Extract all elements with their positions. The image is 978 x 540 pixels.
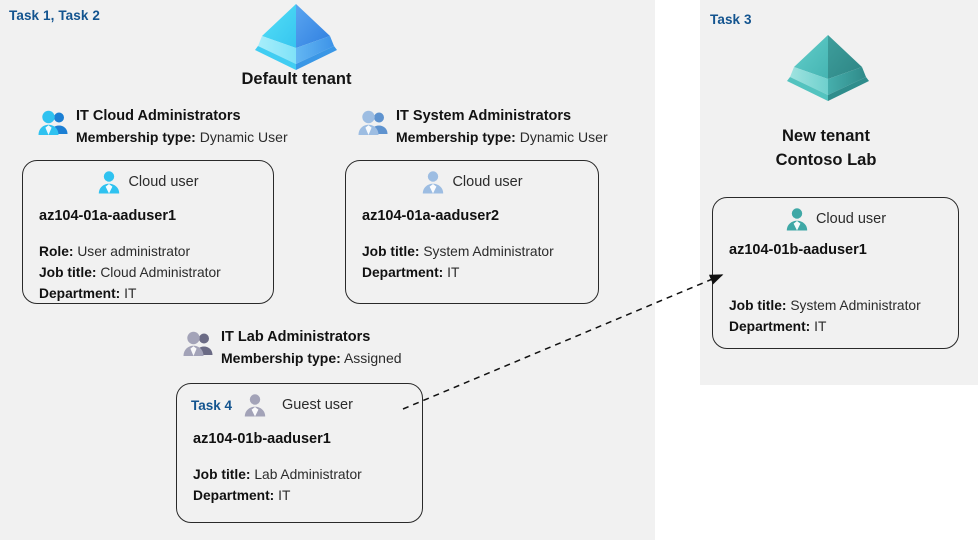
attr-value: IT (447, 264, 460, 280)
group-name: IT Lab Administrators (221, 329, 371, 345)
cloud-user-icon (421, 170, 445, 194)
group-header-it-cloud-administrators: IT Cloud Administrators Membership type:… (38, 106, 288, 148)
group-users-icon (38, 110, 68, 136)
user-card-aaduser1-cloud[interactable]: Cloud user az104-01a-aaduser1 Role: User… (22, 160, 274, 304)
attr-value: System Administrator (423, 244, 554, 259)
user-attributes: Job title: System Administrator Departme… (346, 242, 598, 284)
azure-ad-tenant-icon-default (254, 2, 338, 74)
group-header-it-lab-administrators: IT Lab Administrators Membership type: A… (183, 327, 402, 369)
user-attributes: Job title: Lab Administrator Department:… (177, 465, 422, 507)
attr-department: Department: IT (193, 486, 422, 507)
group-name: IT Cloud Administrators (76, 108, 241, 124)
user-upn: az104-01a-aaduser2 (362, 208, 500, 224)
user-upn: az104-01a-aaduser1 (39, 208, 177, 224)
group-users-icon (183, 331, 213, 357)
user-card-aaduser1b-guest[interactable]: Task 4 Guest user az104-01b-aaduser1 Job… (176, 383, 423, 523)
new-tenant-title: New tenant Contoso Lab (736, 125, 916, 173)
attr-label: Department: (362, 264, 444, 280)
user-upn: az104-01b-aaduser1 (729, 242, 867, 258)
attr-role: Role: User administrator (39, 242, 273, 263)
group-name: IT System Administrators (396, 108, 572, 124)
group-meta-label: Membership type: (221, 350, 341, 367)
card-header: Cloud user (713, 198, 958, 231)
group-meta-value: Dynamic User (519, 129, 608, 146)
attr-job-title: Job title: Lab Administrator (193, 465, 422, 486)
task-label-right: Task 3 (710, 12, 752, 27)
attr-label: Role: (39, 244, 74, 259)
user-upn: az104-01b-aaduser1 (193, 431, 331, 447)
task-label-inline: Task 4 (191, 397, 233, 413)
group-membership-type: Membership type: Assigned (221, 348, 402, 369)
attr-value: Lab Administrator (254, 467, 362, 482)
attr-label: Department: (729, 318, 811, 334)
attr-label: Job title: (39, 264, 97, 280)
attr-job-title: Job title: System Administrator (362, 242, 598, 263)
group-header-it-system-administrators: IT System Administrators Membership type… (358, 106, 608, 148)
card-header: Cloud user (346, 161, 598, 194)
user-card-aaduser2-cloud[interactable]: Cloud user az104-01a-aaduser2 Job title:… (345, 160, 599, 304)
attr-department: Department: IT (362, 263, 598, 284)
attr-label: Job title: (193, 467, 251, 482)
attr-job-title: Job title: Cloud Administrator (39, 263, 273, 284)
attr-department: Department: IT (729, 317, 958, 338)
attr-label: Department: (39, 285, 121, 301)
default-tenant-panel (0, 0, 655, 540)
azure-ad-tenant-icon-new (786, 33, 870, 105)
cloud-user-icon (785, 207, 809, 231)
default-tenant-title: Default tenant (241, 70, 352, 88)
group-meta-value: Dynamic User (199, 129, 288, 146)
user-kind-label: Cloud user (452, 174, 523, 190)
attr-value: IT (278, 487, 291, 503)
attr-value: IT (814, 318, 827, 334)
group-membership-type: Membership type: Dynamic User (76, 127, 288, 148)
user-card-aaduser1b-cloud[interactable]: Cloud user az104-01b-aaduser1 Job title:… (712, 197, 959, 349)
cloud-user-icon (97, 170, 121, 194)
attr-value: System Administrator (790, 298, 921, 313)
attr-job-title: Job title: System Administrator (729, 296, 958, 317)
user-attributes: Job title: System Administrator Departme… (713, 296, 958, 338)
attr-value: Cloud Administrator (100, 264, 221, 280)
attr-value: IT (124, 285, 137, 301)
group-meta-label: Membership type: (76, 129, 196, 146)
guest-user-icon (243, 393, 267, 417)
card-header: Task 4 Guest user (177, 384, 422, 417)
user-attributes: Role: User administrator Job title: Clou… (23, 242, 273, 305)
group-users-icon (358, 110, 388, 136)
attr-value: User administrator (77, 244, 191, 259)
new-tenant-title-line1: New tenant (781, 127, 870, 145)
attr-label: Job title: (362, 244, 420, 259)
user-kind-label: Guest user (282, 397, 353, 413)
user-kind-label: Cloud user (128, 174, 199, 190)
attr-department: Department: IT (39, 284, 273, 305)
attr-label: Department: (193, 487, 275, 503)
group-meta-value: Assigned (343, 350, 402, 367)
group-membership-type: Membership type: Dynamic User (396, 127, 608, 148)
task-label-left: Task 1, Task 2 (9, 8, 100, 23)
group-meta-label: Membership type: (396, 129, 516, 146)
new-tenant-title-line2: Contoso Lab (775, 150, 877, 169)
user-kind-label: Cloud user (815, 211, 887, 227)
card-header: Cloud user (23, 161, 273, 194)
attr-label: Job title: (729, 298, 787, 313)
